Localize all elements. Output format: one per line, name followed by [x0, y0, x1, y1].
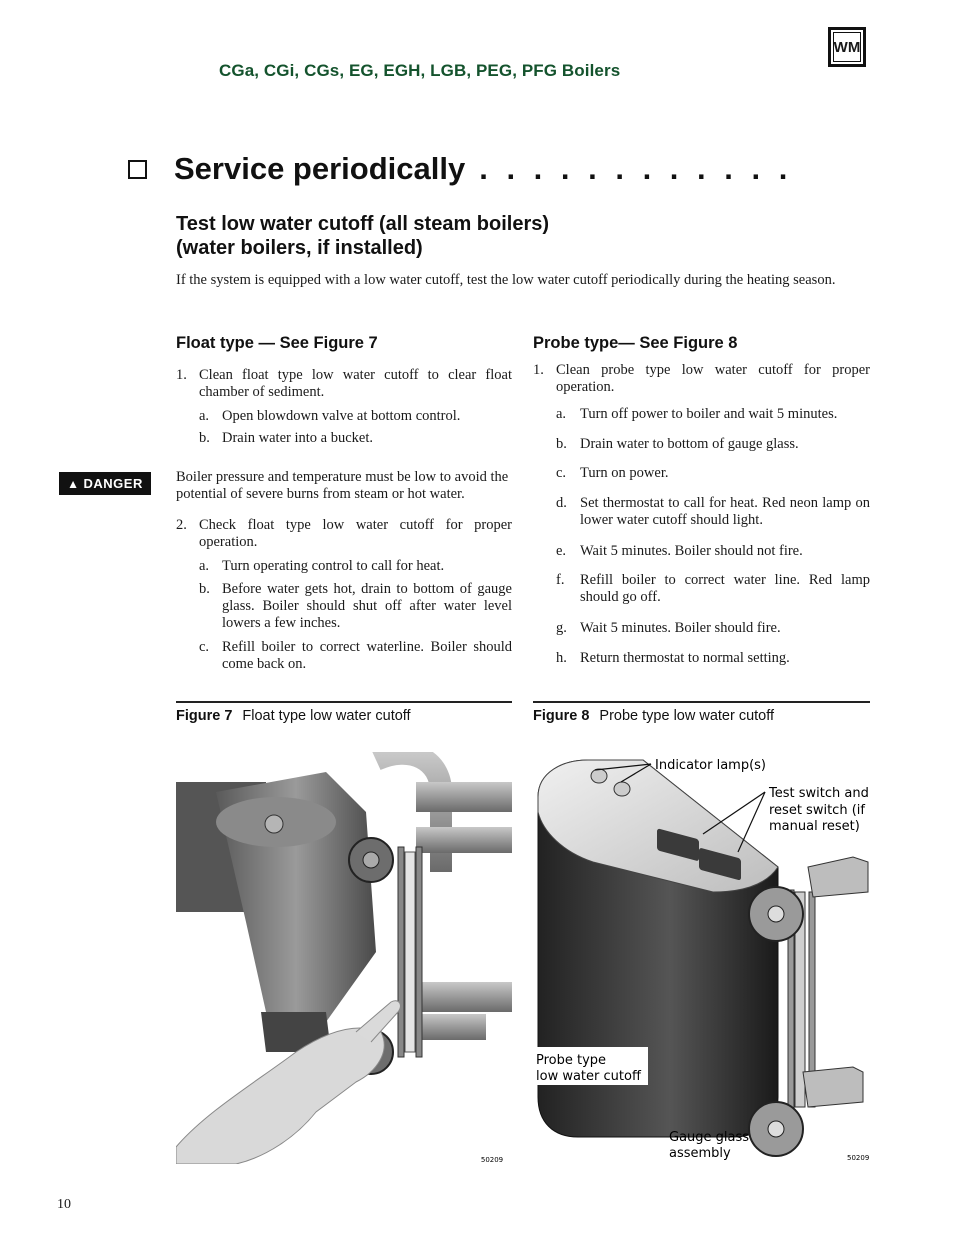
- float-step-2: 2. Check float type low water cutoff for…: [176, 517, 512, 550]
- float-type-heading: Float type — See Figure 7: [176, 334, 378, 352]
- switch-callout-line3: manual reset): [769, 819, 860, 834]
- intro-paragraph: If the system is equipped with a low wat…: [176, 272, 836, 288]
- probe-callout-line2: low water cutoff: [536, 1069, 642, 1084]
- subsection-heading: Test low water cutoff (all steam boilers…: [176, 213, 550, 259]
- switch-callout-line1: Test switch and: [768, 786, 869, 801]
- brand-logo: WM: [828, 27, 866, 67]
- section-leader-dots: . . . . . . . . . . . .: [479, 151, 793, 186]
- danger-label: ▲DANGER: [59, 472, 151, 495]
- switch-callout-line2: reset switch (if: [769, 803, 865, 818]
- float-step-1: 1. Clean float type low water cutoff to …: [176, 367, 512, 400]
- float-step-2b: b. Before water gets hot, drain to botto…: [199, 581, 512, 631]
- probe-step-1g: g.Wait 5 minutes. Boiler should fire.: [556, 620, 781, 636]
- float-step-1b: b. Drain water into a bucket.: [199, 430, 373, 446]
- float-step-2c: c. Refill boiler to correct waterline. B…: [199, 639, 512, 672]
- figure8-id: 50209: [847, 1154, 869, 1162]
- section-title: Service periodically: [174, 151, 466, 186]
- probe-step-1a: a.Turn off power to boiler and wait 5 mi…: [556, 406, 838, 422]
- probe-step-1: 1. Clean probe type low water cutoff for…: [533, 362, 870, 395]
- figure7-rule: [176, 701, 512, 703]
- probe-type-heading: Probe type— See Figure 8: [533, 334, 738, 352]
- figure8-illustration: Indicator lamp(s) Test switch and reset …: [533, 758, 869, 1162]
- checkbox-icon: [128, 159, 147, 179]
- probe-step-1b: b.Drain water to bottom of gauge glass.: [556, 436, 799, 452]
- danger-text: Boiler pressure and temperature must be …: [176, 469, 509, 502]
- probe-step-1e: e.Wait 5 minutes. Boiler should not fire…: [556, 543, 803, 559]
- float-step-1a: a. Open blowdown valve at bottom control…: [199, 408, 461, 424]
- probe-step-1d: d.Set thermostat to call for heat. Red n…: [556, 495, 870, 528]
- figure7-illustration: 50209: [176, 752, 512, 1164]
- probe-step-1f: f.Refill boiler to correct water line. R…: [556, 572, 870, 605]
- float-step-2a: a. Turn operating control to call for he…: [199, 558, 445, 574]
- indicator-lamps-callout: Indicator lamp(s): [655, 758, 766, 773]
- page-number: 10: [57, 1197, 71, 1212]
- figure8-rule: [533, 701, 870, 703]
- section-heading: Service periodically . . . . . . . . . .…: [128, 151, 792, 187]
- gauge-callout-line1: Gauge glass: [669, 1130, 749, 1145]
- warning-triangle-icon: ▲: [67, 476, 80, 491]
- gauge-callout-line2: assembly: [669, 1146, 731, 1161]
- probe-callout-line1: Probe type: [536, 1053, 606, 1068]
- probe-step-1h: h.Return thermostat to normal setting.: [556, 650, 790, 666]
- probe-step-1c: c.Turn on power.: [556, 465, 669, 481]
- document-header-title: CGa, CGi, CGs, EG, EGH, LGB, PEG, PFG Bo…: [219, 61, 621, 80]
- figure7-id: 50209: [481, 1156, 503, 1164]
